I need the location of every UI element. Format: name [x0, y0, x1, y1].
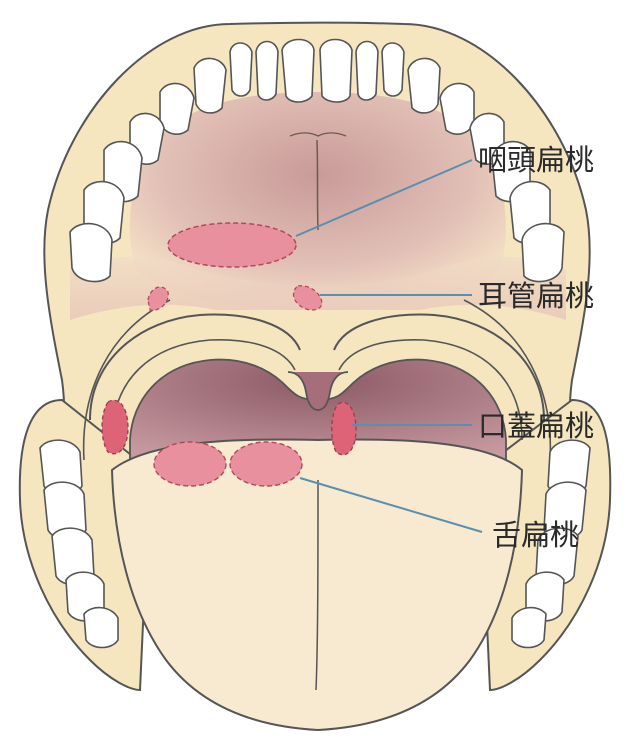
right-outer-arch: [463, 299, 552, 461]
palate-ruga: [289, 132, 347, 137]
label-palatine-tonsil: 口蓋扁桃: [478, 409, 594, 443]
leader-line-pharyngeal: [295, 159, 473, 237]
right-palatoglossal-arch: [333, 313, 545, 421]
leader-line-lingual: [299, 477, 483, 533]
label-tubal-tonsil: 耳管扁桃: [478, 279, 594, 313]
tubal-tonsil-right: [292, 285, 323, 311]
palatine-tonsil-left: [101, 399, 129, 455]
label-lingual-tonsil: 舌扁桃: [492, 518, 579, 552]
lingual-tonsil-left: [153, 441, 227, 487]
right-inner-arch: [338, 339, 523, 441]
left-inner-arch: [111, 339, 296, 441]
palate-midline: [316, 139, 319, 231]
palatine-tonsil-right: [331, 401, 357, 456]
left-palatoglossal-arch: [89, 313, 301, 421]
pharyngeal-tonsil: [167, 222, 297, 268]
tubal-tonsil-left: [147, 286, 169, 311]
uvula: [287, 371, 349, 411]
leader-lines: [295, 159, 483, 533]
tongue-median-sulcus: [315, 479, 319, 691]
lower-teeth: [39, 439, 591, 649]
upper-teeth: [69, 38, 565, 283]
soft-palate-band: [70, 256, 566, 320]
lingual-tonsil-right: [229, 441, 303, 487]
left-outer-arch: [82, 299, 171, 461]
label-pharyngeal-tonsil: 咽頭扁桃: [478, 143, 594, 177]
